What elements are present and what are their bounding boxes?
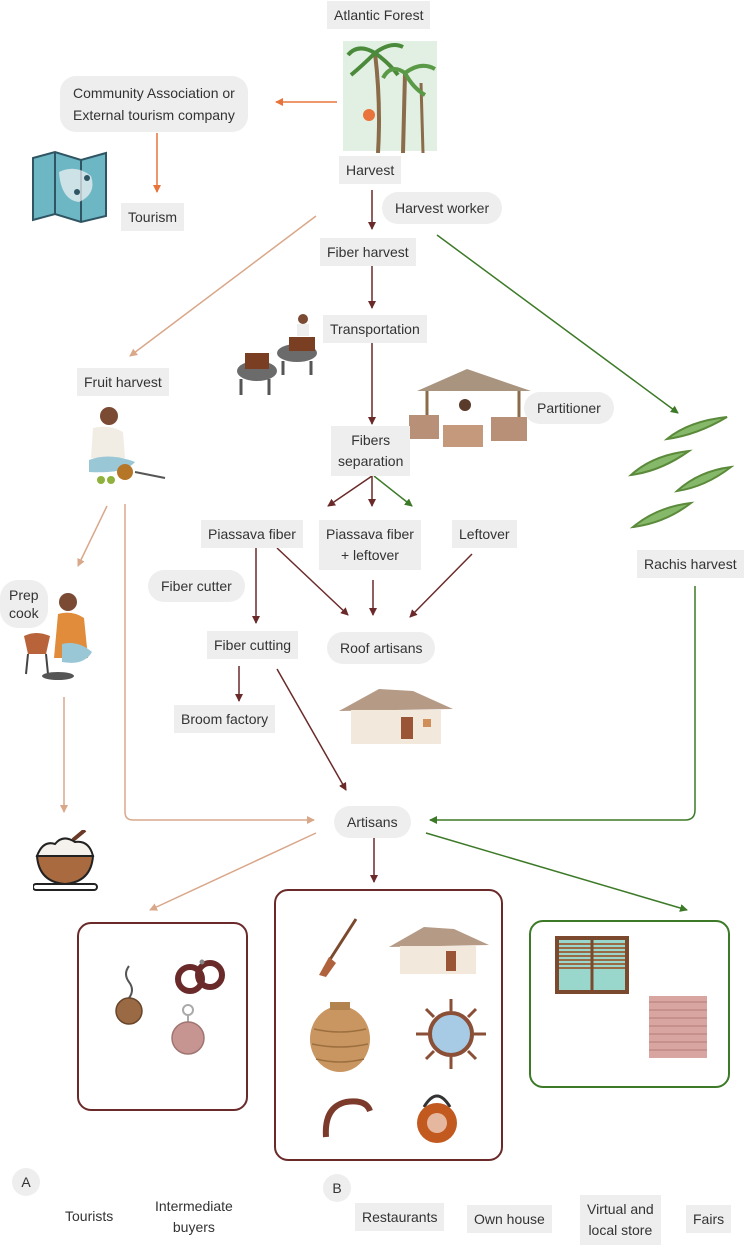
node-piassava-leftover: Piassava fiber + leftover: [319, 520, 421, 570]
house-icon: [389, 927, 489, 974]
round-bag-icon: [417, 1094, 457, 1143]
node-community: Community Association or External touris…: [60, 76, 248, 132]
arrow-fruit-to-artisans: [124, 504, 315, 824]
arrow-rachis-to-artisans: [429, 586, 696, 824]
arrow-leftover-to-roof-artisans: [409, 553, 473, 618]
donkey-transport-icon: [237, 314, 317, 395]
arrow-artisans-to-box-a: [149, 832, 317, 911]
arrow-separation-to-piassava: [327, 475, 373, 507]
arrow-artisans-to-box-c: [425, 832, 688, 912]
basket-vase-icon: [310, 1002, 370, 1072]
product-box-b: [274, 889, 503, 1161]
window-blind-icon: [555, 936, 629, 994]
market-intermediate-buyers: Intermediate buyers: [155, 1198, 233, 1235]
node-tourism: Tourism: [121, 203, 185, 231]
arrow-fiber-cutting-to-artisans: [276, 668, 347, 791]
node-piassava-fiber: Piassava fiber: [201, 520, 303, 548]
arrow-piassava-to-roof-artisans: [276, 547, 349, 616]
node-fruit-harvest: Fruit harvest: [77, 368, 169, 396]
node-prep-cook: Prep cook: [0, 580, 48, 628]
pendant-icon: [115, 965, 143, 1025]
node-roof-artisans: Roof artisans: [327, 632, 436, 664]
node-partitioner: Partitioner: [524, 392, 614, 424]
node-fiber-cutter: Fiber cutter: [148, 570, 245, 602]
node-harvest: Harvest: [339, 156, 402, 184]
product-box-c: [529, 920, 730, 1088]
node-rachis-harvest: Rachis harvest: [637, 550, 744, 578]
food-bowl-icon: [33, 830, 98, 891]
node-artisans: Artisans: [334, 806, 411, 838]
node-fiber-harvest: Fiber harvest: [320, 238, 416, 266]
map-icon: [32, 150, 107, 224]
market-virtual-local-store: Virtual and local store: [580, 1195, 661, 1245]
arrow-fiber-harvest-to-rachis: [436, 234, 679, 414]
node-harvest-worker: Harvest worker: [382, 192, 503, 224]
partition-hut-icon: [409, 369, 531, 447]
node-fibers-separation: Fibers separation: [331, 426, 411, 476]
node-leftover: Leftover: [452, 520, 517, 548]
fruit-harvest-person-icon: [89, 407, 166, 484]
rachis-mat-icon: [649, 996, 707, 1058]
node-broom-factory: Broom factory: [174, 705, 276, 733]
thatched-house-icon: [339, 689, 453, 744]
earrings-icon: [175, 959, 225, 994]
label-a: A: [12, 1168, 40, 1196]
market-own-house: Own house: [467, 1205, 552, 1233]
cook-person-icon: [24, 593, 92, 680]
node-fiber-cutting: Fiber cutting: [207, 631, 299, 659]
palm-forest-icon: [343, 41, 437, 153]
arrow-harvest-to-fruit: [129, 215, 317, 357]
label-b: B: [323, 1174, 351, 1202]
market-fairs: Fairs: [686, 1205, 732, 1233]
keychain-icon: [171, 1004, 205, 1055]
rachis-leaves-icon: [627, 416, 734, 529]
arrow-fruit-to-cook: [77, 505, 108, 567]
market-tourists: Tourists: [65, 1208, 114, 1224]
node-atlantic-forest: Atlantic Forest: [327, 1, 431, 29]
node-transportation: Transportation: [323, 315, 427, 343]
product-box-a: [77, 922, 248, 1111]
sun-mirror-icon: [416, 999, 486, 1069]
market-restaurants: Restaurants: [355, 1203, 445, 1231]
bracelet-icon: [322, 1098, 373, 1138]
arrow-separation-to-leftover: [373, 475, 413, 507]
broom-icon: [319, 918, 358, 977]
